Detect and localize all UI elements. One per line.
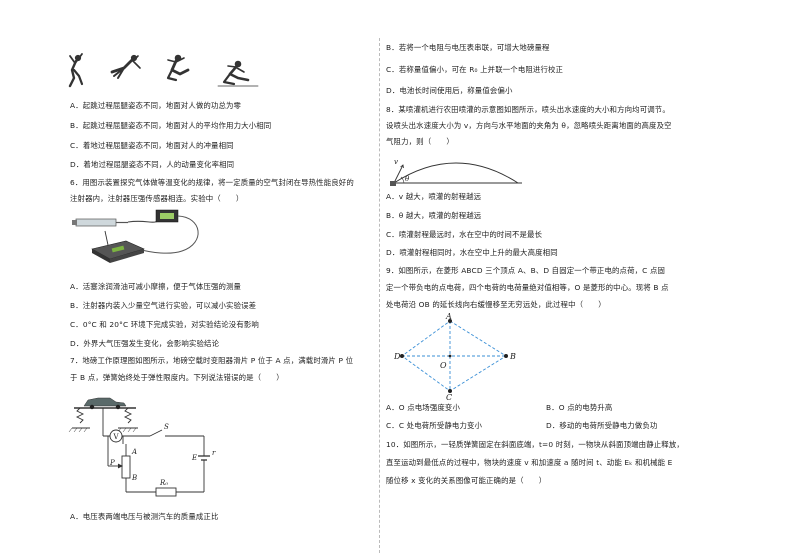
right-column: B．若将一个电阻与电压表串联，可增大地磅量程 C．若称量值偏小，可在 R₀ 上并… <box>380 0 794 560</box>
vertex-c-label: C <box>446 393 452 401</box>
vertex-b-label: B <box>509 352 516 361</box>
q5-option-b: B．起跳过程屈腿姿态不同，地面对人的平均作用力大小相同 <box>70 121 272 130</box>
velocity-label: v <box>394 158 398 166</box>
q6-option-d: D．外界大气压强发生变化，会影响实验结论 <box>70 339 220 348</box>
q7-stem-line1: 7．地磅工作原理图如图所示，地磅空载时变阻器滑片 P 位于 A 点，满载时滑片 … <box>70 356 354 365</box>
q7-stem-line2: 于 B 点，弹簧始终处于弹性限度内。下列说法错误的是（ ） <box>70 373 284 382</box>
q6-stem-line2: 注射器内，注射器压强传感器相连。实验中（ ） <box>70 194 244 203</box>
q5-option-a: A．起跳过程屈腿姿态不同，地面对人做的功总为零 <box>70 101 242 110</box>
q7-option-a: A．电压表两端电压与被测汽车的质量成正比 <box>70 512 219 521</box>
q9-option-c: C．C 处电荷所受静电力变小 <box>386 421 483 430</box>
syringe-sensor-figure <box>72 209 199 263</box>
switch-label: S <box>164 423 169 431</box>
q8-option-d: D．喷灌射程相同时，水在空中上升的最大高度相同 <box>386 248 558 257</box>
q9-stem-line2: 定一个带负电的点电荷，四个电荷的电荷量绝对值相等，O 是菱形的中心。现将 B 点 <box>386 283 669 292</box>
rheostat-a-label: A <box>131 448 137 456</box>
q10-stem-line2: 直至运动到最低点的过程中，物块的速度 v 和加速度 a 随时间 t、动能 Eₖ … <box>386 458 673 467</box>
q9-option-a: A．O 点电场强度变小 <box>386 403 460 412</box>
vertex-a-label: A <box>445 313 452 321</box>
q9-stem-line1: 9．如图所示，在菱形 ABCD 三个顶点 A、B、D 自固定一个带正电的点荷，C… <box>386 266 666 275</box>
angle-label: θ <box>405 175 410 183</box>
q5-option-d: D．着地过程屈腿姿态不同，人的动量变化率相同 <box>70 160 235 169</box>
vertex-d-label: D <box>394 352 401 361</box>
q8-stem-line2: 设喷头出水速度大小为 v，方向与水平地面的夹角为 θ，忽略喷头距离地面的高度及空 <box>386 121 672 130</box>
q8-stem-line1: 8．某喷灌机进行农田喷灌的示意图如图所示，喷头出水速度的大小和方向均可调节。 <box>386 105 670 114</box>
q6-stem-line1: 6．用图示装置探究气体做等温变化的规律，将一定质量的空气封闭在导热性能良好的 <box>70 178 354 187</box>
sprinkler-trajectory-figure: v θ <box>390 158 522 186</box>
q6-option-a: A．活塞涂润滑油可减小摩擦，便于气体压强的测量 <box>70 282 242 291</box>
q6-option-c: C．0°C 和 20°C 环境下完成实验，对实验结论没有影响 <box>70 320 259 329</box>
q10-stem-line3: 随位移 x 变化的关系图像可能正确的是（ ） <box>386 476 547 485</box>
q5-option-c: C．着地过程屈腿姿态不同，地面对人的冲量相同 <box>70 141 234 150</box>
q8-option-c: C．喷灌射程最远时，水在空中的时间不是最长 <box>386 230 543 239</box>
center-o-label: O <box>440 361 447 370</box>
q7-option-c: C．若称量值偏小，可在 R₀ 上并联一个电阻进行校正 <box>386 65 564 74</box>
q10-stem-line1: 10．如图所示，一轻质弹簧固定在斜面底端，t=0 时刻，一物块从斜面顶端由静止释… <box>386 440 684 449</box>
jumper-figures <box>68 53 259 88</box>
emf-label: E <box>191 454 197 462</box>
q7-option-b: B．若将一个电阻与电压表串联，可增大地磅量程 <box>386 43 550 52</box>
q8-option-a: A．v 越大，喷灌的射程越远 <box>386 192 482 201</box>
internal-resistance-label: r <box>212 449 216 457</box>
q7-option-d: D．电池长时间使用后，称量值会偏小 <box>386 86 513 95</box>
q9-stem-line3: 处电荷沿 OB 的延长线向右缓慢移至无穷远处，此过程中（ ） <box>386 300 606 309</box>
q6-option-b: B．注射器内装入少量空气进行实验，可以减小实验误差 <box>70 301 257 310</box>
weighbridge-circuit-figure: V S A P B E r R₀ <box>68 397 216 497</box>
q9-option-d: D．移动的电荷所受静电力做负功 <box>546 421 658 430</box>
rhombus-charges-figure: A B C D O <box>394 313 516 401</box>
voltmeter-label: V <box>113 433 120 441</box>
q8-stem-line3: 气阻力，则（ ） <box>386 137 454 146</box>
q9-option-b: B．O 点的电势升高 <box>546 403 613 412</box>
left-column: A．起跳过程屈腿姿态不同，地面对人做的功总为零 B．起跳过程屈腿姿态不同，地面对… <box>0 0 380 560</box>
column-divider <box>379 38 380 553</box>
r0-label: R₀ <box>159 479 168 487</box>
slider-p-label: P <box>109 459 115 467</box>
rheostat-b-label: B <box>131 474 137 482</box>
q8-option-b: B．θ 越大，喷灌的射程越远 <box>386 211 482 220</box>
